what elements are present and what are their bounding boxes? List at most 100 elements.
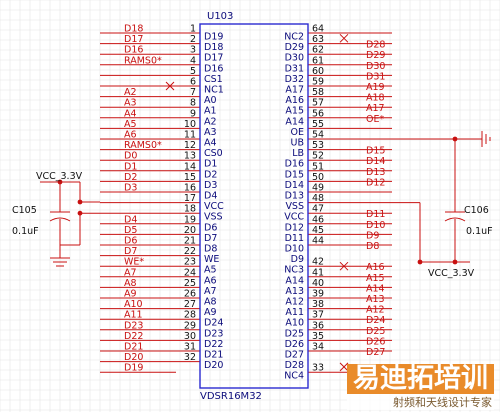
right-pin-number: 46 [312,214,324,225]
left-pin-name: D7 [204,233,217,244]
left-net-label: D22 [124,331,143,342]
right-pin-name: D32 [285,74,304,85]
chip-ref: U103 [207,11,233,22]
right-net-label: D13 [366,167,385,178]
left-net-label: D2 [124,172,137,183]
left-pin-name: A9 [204,307,217,318]
right-pin-name: D12 [285,222,304,233]
c106-ref: C106 [464,205,489,216]
left-net-label: D7 [124,246,137,257]
right-pin-name: D11 [285,233,304,244]
right-pin-number: 33 [312,363,324,374]
left-net-label: A5 [124,119,137,130]
left-pin-number: 12 [184,140,196,151]
right-pin-name: A16 [285,95,304,106]
right-pin-number: 51 [312,161,324,172]
left-pin-name: CS1 [204,74,223,85]
right-net-label: A19 [366,82,385,93]
left-pin-name: D22 [204,339,223,350]
right-pin-name: LB [292,148,304,159]
left-pin-number: 29 [184,320,196,331]
left-net-label: D20 [124,352,143,363]
left-pin-name: A7 [204,286,217,297]
right-pin-name: D15 [285,169,304,180]
left-pin-number: 18 [184,204,196,215]
right-pin-number: 56 [312,108,324,119]
left-pin-number: 24 [184,267,196,278]
c106-value: 0.1uF [466,226,493,237]
left-pin-number: 30 [184,331,196,342]
left-pin-number: 6 [190,77,196,88]
right-pin-number: 62 [312,45,324,56]
left-net-label: D3 [124,183,137,194]
right-net-label: A12 [366,305,385,316]
left-pin-number: 13 [184,151,196,162]
c106-plate-curved [444,217,466,222]
right-net-label: D25 [366,326,385,337]
right-pin-name: UB [291,138,304,149]
right-pin-number: 53 [312,140,324,151]
c105-value: 0.1uF [12,226,39,237]
left-pin-number: 3 [190,45,196,56]
right-pin-number: 35 [312,331,324,342]
left-pin-number: 26 [184,289,196,300]
left-pin-name: D18 [204,42,223,53]
right-pin-number: 58 [312,87,324,98]
right-pin-name: A10 [285,318,304,329]
left-pin-name: D24 [204,318,223,329]
right-pin-number: 40 [312,278,324,289]
c105-plate-curved [49,217,71,222]
left-pin-name: A6 [204,275,217,286]
left-pin-name: D6 [204,222,217,233]
left-net-label: A9 [124,289,137,300]
left-net-label: A4 [124,108,137,119]
right-pin-number: 37 [312,310,324,321]
right-pin-name: D9 [291,254,304,265]
left-pin-name: WE [204,254,219,265]
right-net-label: A15 [366,273,385,284]
left-net-label: D23 [124,320,143,331]
left-pin-name: CS0 [204,148,223,159]
right-pin-name: A14 [285,275,304,286]
c105-ref: C105 [12,205,37,216]
left-net-label: D17 [124,34,143,45]
left-pin-name: NC1 [204,85,224,96]
left-net-label: A10 [124,299,143,310]
right-pin-name: VSS [285,201,304,212]
junction-dot [57,179,63,185]
left-pin-number: 25 [184,278,196,289]
left-net-label: A11 [124,310,143,321]
right-pin-number: 60 [312,66,324,77]
left-pin-name: D2 [204,169,217,180]
left-pin-name: VCC [204,201,224,212]
junction-dot [452,136,458,142]
right-net-label: D10 [366,220,385,231]
watermark-tagline: 射频和天线设计专家 [347,394,494,410]
left-pin-number: 23 [184,257,196,268]
c105-supply: VCC_3.3V [36,171,83,182]
right-pin-name: A17 [285,85,304,96]
left-pin-name: A5 [204,265,217,276]
right-pin-name: D28 [285,360,304,371]
left-pin-number: 20 [184,225,196,236]
left-net-label: D6 [124,236,137,247]
right-pin-name: VCC [284,212,304,223]
left-pin-name: A3 [204,127,217,138]
left-pin-number: 27 [184,299,196,310]
right-net-label: A16 [366,262,385,273]
left-pin-number: 4 [190,55,196,66]
left-pin-number: 16 [184,183,196,194]
right-net-label: D26 [366,336,385,347]
pin-labels: 1D19D182D18D173D17D164D16RAMS0*5CS16NC17… [124,24,385,382]
left-net-label: D4 [124,214,137,225]
right-pin-number: 45 [312,225,324,236]
left-net-label: D1 [124,161,137,172]
left-pin-number: 19 [184,214,196,225]
left-pin-name: A4 [204,138,217,149]
right-net-label: D14 [366,156,385,167]
right-pin-name: D13 [285,191,304,202]
right-pin-name: A12 [285,297,304,308]
left-net-label: A3 [124,98,137,109]
watermark: 易迪拓培训 射频和天线设计专家 [347,364,494,410]
left-pin-name: D21 [204,350,223,361]
